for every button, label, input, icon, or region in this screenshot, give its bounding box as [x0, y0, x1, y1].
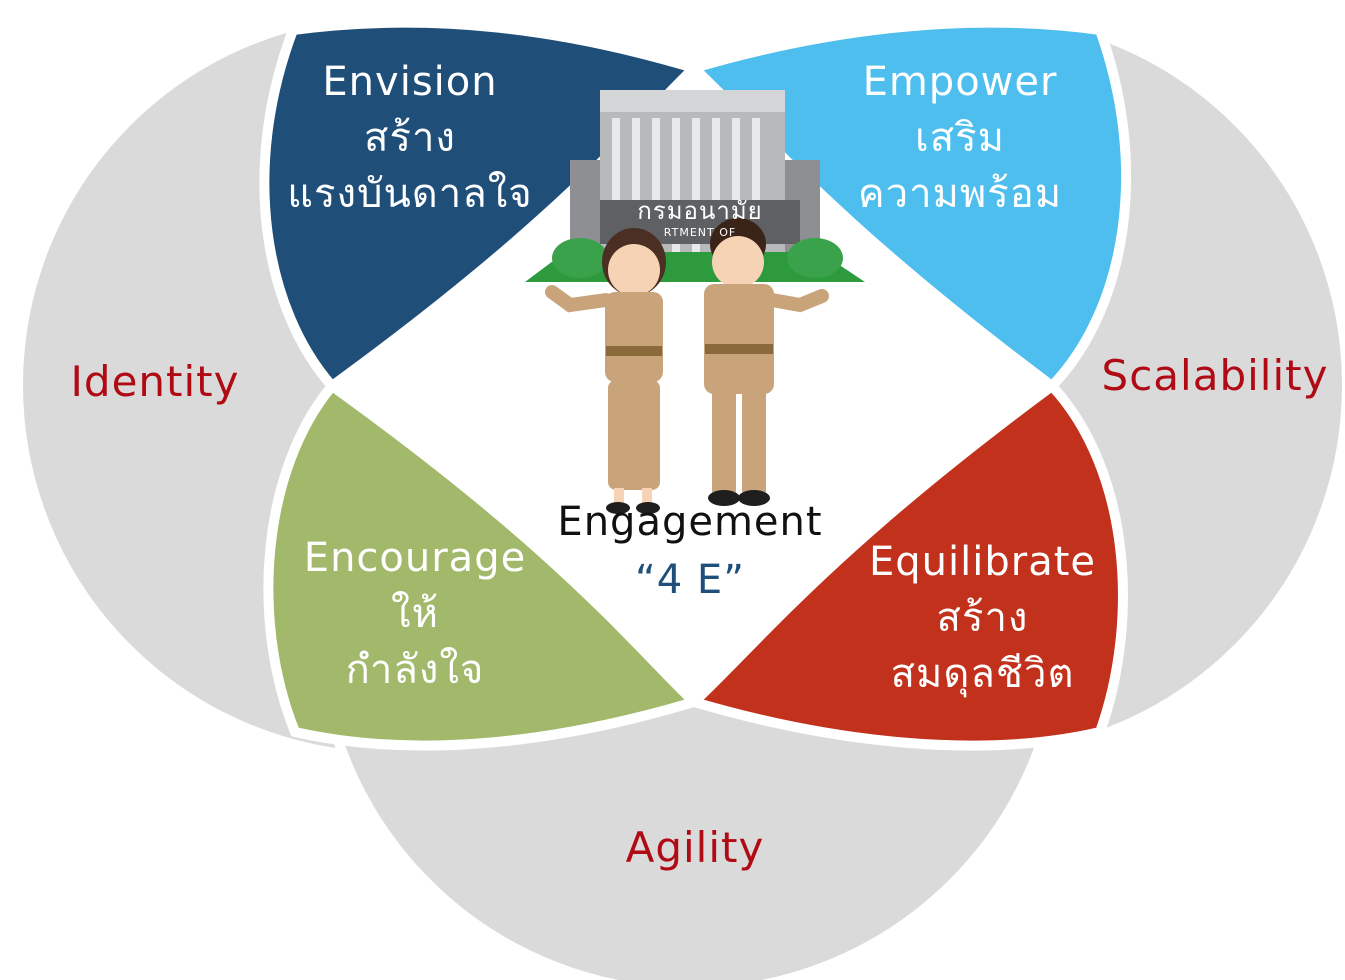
equilibrate-label: Equilibrate สร้าง สมดุลชีวิต — [850, 534, 1115, 702]
building-illustration — [525, 90, 865, 282]
petal-encourage — [263, 379, 704, 751]
envision-label: Envision สร้าง แรงบันดาลใจ — [270, 54, 550, 222]
staff-figures-illustration — [545, 218, 829, 514]
encourage-line2: กำลังใจ — [345, 647, 485, 693]
petal-equilibrate — [684, 379, 1128, 751]
engagement-title: Engagement — [557, 499, 823, 545]
equilibrate-title: Equilibrate — [869, 539, 1096, 585]
empower-title: Empower — [862, 59, 1058, 105]
empower-line1: เสริม — [915, 115, 1005, 161]
empower-label: Empower เสริม ความพร้อม — [830, 54, 1090, 222]
encourage-line1: ให้ — [391, 591, 439, 637]
building-sign: กรมอนามัย — [637, 197, 763, 225]
encourage-label: Encourage ให้ กำลังใจ — [290, 530, 540, 698]
building-sign-en: RTMENT OF — [663, 226, 737, 239]
center-area — [332, 68, 1052, 702]
scalability-label: Scalability — [1101, 351, 1329, 400]
encourage-title: Encourage — [303, 535, 527, 581]
envision-line1: สร้าง — [364, 115, 456, 161]
agility-label: Agility — [625, 823, 765, 872]
equilibrate-line2: สมดุลชีวิต — [890, 651, 1075, 697]
envision-line2: แรงบันดาลใจ — [287, 171, 533, 217]
equilibrate-line1: สร้าง — [936, 595, 1029, 641]
petal-envision — [259, 17, 704, 393]
empower-line2: ความพร้อม — [857, 171, 1063, 217]
envision-title: Envision — [322, 59, 498, 105]
engagement-subtitle: “4 E” — [635, 557, 745, 603]
identity-label: Identity — [70, 357, 240, 406]
